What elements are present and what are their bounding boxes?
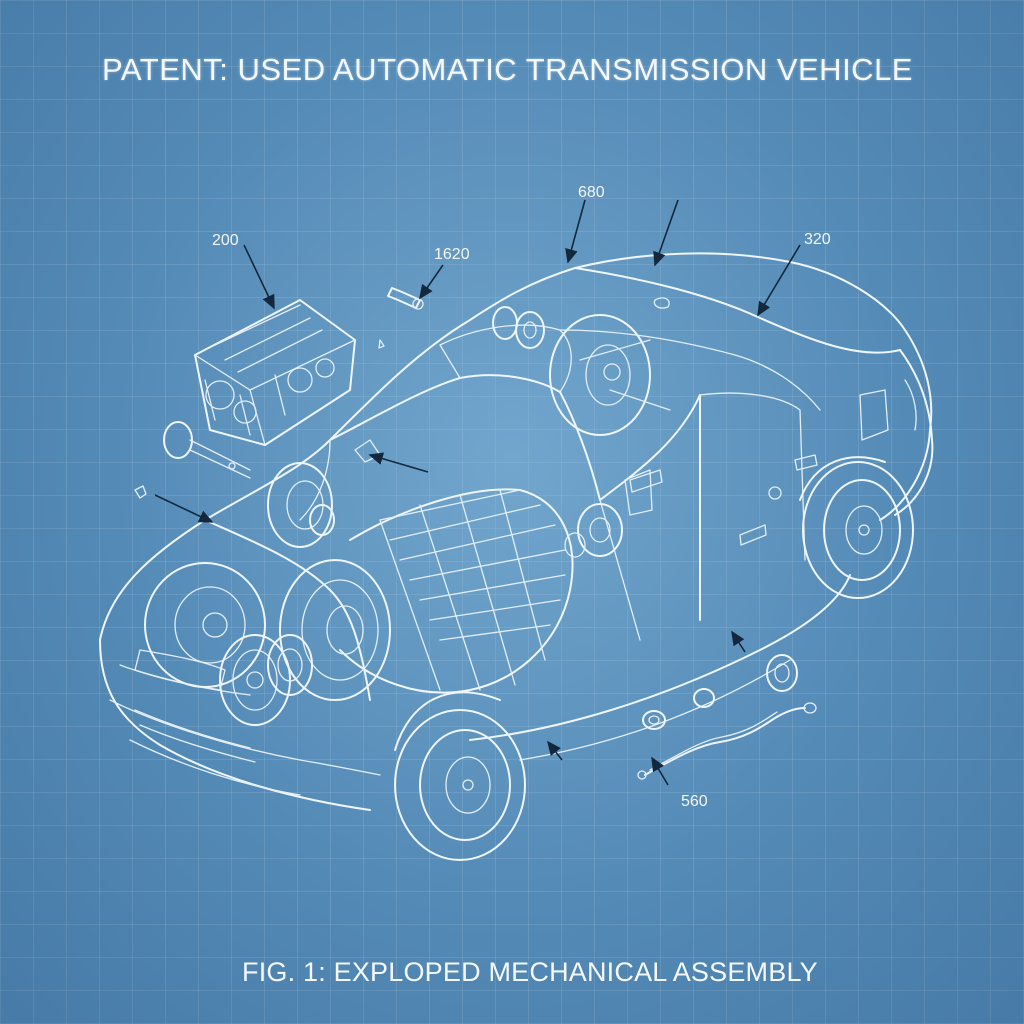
rear-hub-assembly xyxy=(549,314,671,436)
arrow-roof-front xyxy=(565,199,586,264)
loose-parts xyxy=(134,287,818,516)
bushing-parts xyxy=(642,654,798,730)
arrow-door xyxy=(731,630,746,653)
axle-shaft xyxy=(163,421,251,479)
arrow-fastener xyxy=(419,264,444,300)
pulley-component xyxy=(492,306,545,349)
arrow-cable xyxy=(651,756,669,786)
gear-stack xyxy=(219,634,313,726)
arrow-windshield xyxy=(368,452,429,473)
callout-200: 200 xyxy=(212,232,239,249)
brake-disc xyxy=(267,462,335,548)
callout-arrows xyxy=(154,199,801,786)
callout-680: 680 xyxy=(578,184,605,201)
figure-caption: FIG. 1: EXPLOPED MECHANICAL ASSEMBLY xyxy=(242,957,818,987)
engine-block xyxy=(194,299,356,446)
callout-320: 320 xyxy=(804,231,831,248)
cable-assembly xyxy=(637,702,817,780)
arrow-roof xyxy=(653,199,679,267)
rear-wheel xyxy=(799,456,914,599)
callout-1620: 1620 xyxy=(434,246,470,263)
rear-differential-gears xyxy=(564,503,623,558)
transmission-assembly xyxy=(279,488,574,701)
arrow-rocker xyxy=(547,740,563,761)
callout-560: 560 xyxy=(681,793,708,810)
front-wheel xyxy=(394,691,526,861)
arrow-engine xyxy=(243,244,275,310)
arrow-hood xyxy=(154,494,214,523)
patent-title: PATENT: USED AUTOMATIC TRANSMISSION VEHI… xyxy=(102,52,913,87)
car-body xyxy=(99,252,934,811)
arrow-rear xyxy=(757,244,801,317)
front-left-wheel-hub xyxy=(144,562,266,688)
